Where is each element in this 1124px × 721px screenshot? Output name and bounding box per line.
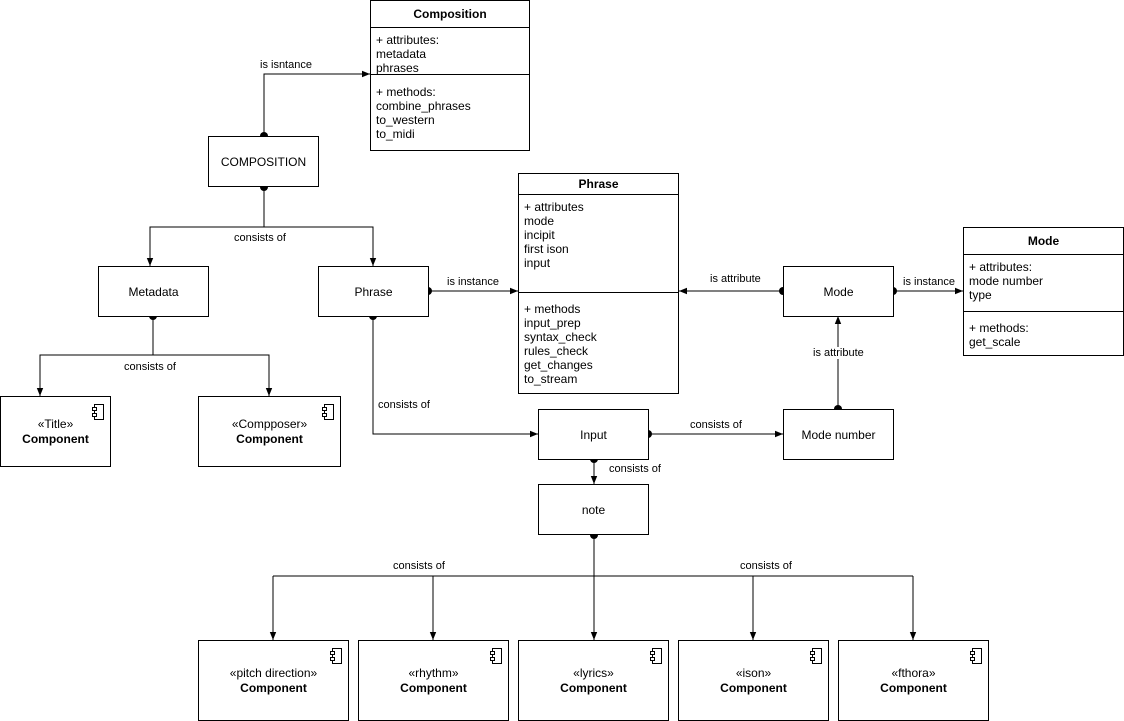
class-member: metadata [376,47,427,61]
class-member: phrases [376,61,419,75]
class-member: rules_check [524,344,589,358]
class-member: type [969,288,992,302]
mode-number-node[interactable]: Mode number [783,409,894,460]
class-member: input_prep [524,316,581,330]
class-member: incipit [524,228,555,242]
composer-component-name: Component [236,432,303,446]
note-node[interactable]: note [538,484,649,535]
ison-component-stereotype: «ison» [735,666,772,680]
mode-class-title: Mode [964,228,1123,255]
component-icon [330,648,342,664]
class-member: input [524,256,551,270]
label-metadata-consists: consists of [124,361,176,373]
class-member: + attributes [524,200,584,214]
title-component[interactable]: «Title» Component [0,396,111,467]
label-phrase-instance: is instance [447,276,499,288]
label-note-consists-left: consists of [393,560,445,572]
phrase-node[interactable]: Phrase [318,266,429,317]
phrase-class-title: Phrase [519,174,678,195]
class-member: combine_phrases [376,99,471,113]
edge-composition-phrase [264,226,377,266]
class-member: get_scale [969,335,1021,349]
class-member: mode number [969,274,1044,288]
class-member: to_stream [524,372,578,386]
label-mode-instance: is instance [903,276,955,288]
rhythm-component[interactable]: «rhythm» Component [358,640,509,721]
composer-component[interactable]: «Compposer» Component [198,396,341,467]
pitch-direction-component[interactable]: «pitch direction» Component [198,640,349,721]
fthora-component[interactable]: «fthora» Component [838,640,989,721]
edge-composition-instance [263,70,370,136]
component-icon [322,404,334,420]
composition-node[interactable]: COMPOSITION [208,136,319,187]
label-composition-consists: consists of [234,232,286,244]
fthora-component-stereotype: «fthora» [891,666,936,680]
class-member: + attributes: [376,33,440,47]
ison-component[interactable]: «ison» Component [678,640,829,721]
class-member: + methods: [376,85,436,99]
composition-class-title: Composition [371,1,529,28]
class-member: to_midi [376,127,415,141]
input-node[interactable]: Input [538,409,649,460]
rhythm-component-stereotype: «rhythm» [408,666,459,680]
ison-component-name: Component [720,681,787,695]
class-member: + methods: [969,321,1029,335]
class-member: first ison [524,242,569,256]
label-input-consists-note: consists of [609,463,661,475]
pitch-direction-component-stereotype: «pitch direction» [229,666,318,680]
label-mode-attribute: is attribute [710,273,761,285]
class-member: + attributes: [969,260,1033,274]
component-icon [810,648,822,664]
edge-composition-metadata [146,226,264,266]
mode-node[interactable]: Mode [783,266,894,317]
mode-class-methods: + methods:get_scale [964,312,1123,349]
pitch-direction-component-name: Component [240,681,307,695]
class-member: + methods [524,302,581,316]
component-icon [92,404,104,420]
lyrics-component-stereotype: «lyrics» [573,666,614,680]
label-composition-instance: is isntance [260,59,312,71]
class-member: mode [524,214,555,228]
lyrics-component-name: Component [560,681,627,695]
title-component-stereotype: «Title» [37,417,74,431]
label-note-consists-right: consists of [740,560,792,572]
edge-metadata-title [36,354,153,396]
class-member: get_changes [524,358,593,372]
rhythm-component-name: Component [400,681,467,695]
class-member: syntax_check [524,330,597,344]
component-icon [970,648,982,664]
label-phrase-consists: consists of [378,399,430,411]
edge-phrase-input [372,316,538,438]
lyrics-component[interactable]: «lyrics» Component [518,640,669,721]
component-icon [490,648,502,664]
component-icon [650,648,662,664]
metadata-node[interactable]: Metadata [98,266,209,317]
label-modenumber-attribute: is attribute [813,347,864,359]
composer-component-stereotype: «Compposer» [231,417,308,431]
label-input-consists-modenumber: consists of [690,419,742,431]
title-component-name: Component [22,432,89,446]
class-member: to_western [376,113,435,127]
fthora-component-name: Component [880,681,947,695]
edge-metadata-composer [153,354,273,396]
